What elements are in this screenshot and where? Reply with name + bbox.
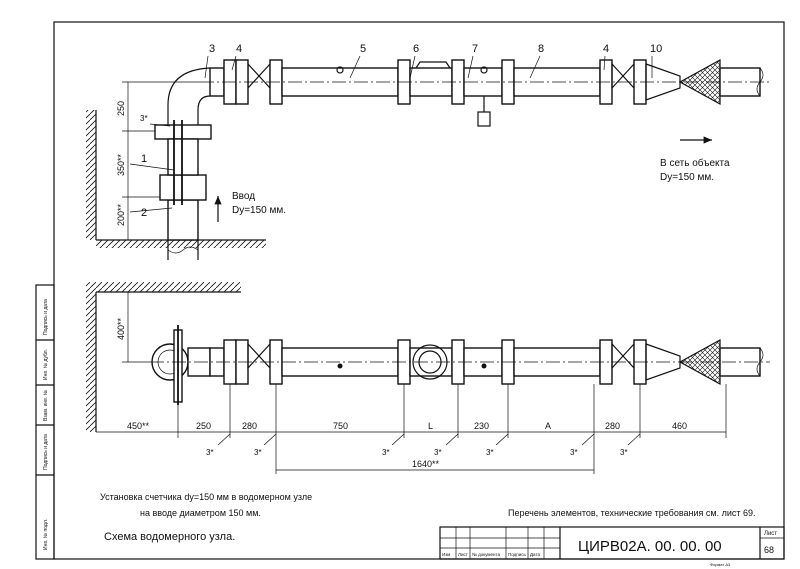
weld-7: 3* — [620, 448, 628, 457]
callout-5: 5 — [360, 43, 366, 55]
note-reference: Перечень элементов, технические требован… — [508, 508, 756, 518]
top-view: 3 4 5 6 7 8 4 10 1 2 3* 250 350** 200** … — [86, 43, 770, 260]
dim-280b: 280 — [605, 421, 620, 431]
note-install-2: на вводе диаметром 150 мм. — [140, 508, 261, 518]
dim-200: 200** — [116, 203, 126, 226]
weld-3: 3* — [382, 448, 390, 457]
sheet-number: 68 — [764, 545, 774, 555]
output-label: В сеть объекта — [660, 157, 730, 169]
note-install-1: Установка счетчика dy=150 мм в водомерно… — [100, 492, 312, 502]
stamp-2: Инв. № дубл. — [43, 349, 49, 380]
callout-7: 7 — [472, 43, 478, 55]
output-size: Dy=150 мм. — [660, 172, 714, 183]
stamp-1: Подпись и дата — [43, 299, 49, 335]
col-izm: Изм — [442, 552, 450, 557]
dim-250h: 250 — [196, 421, 211, 431]
col-list: Лист — [458, 552, 468, 557]
sheet-label: Лист — [764, 531, 777, 537]
callout-4b: 4 — [603, 43, 609, 55]
dim-750: 750 — [333, 421, 348, 431]
col-date: Дата — [530, 552, 540, 557]
weld-mark-top: 3* — [140, 114, 148, 123]
weld-1: 3* — [206, 448, 214, 457]
dim-L: L — [428, 421, 433, 431]
col-sign: Подпись — [508, 552, 526, 557]
callout-3: 3 — [209, 43, 215, 55]
dim-280a: 280 — [242, 421, 257, 431]
input-label: Ввод — [232, 191, 255, 202]
format-label: Формат А3 — [710, 562, 731, 567]
scheme-title: Схема водомерного узла. — [104, 531, 235, 543]
dim-A: A — [545, 421, 551, 431]
col-doc: № документа — [472, 552, 501, 557]
stamp-4: Подпись и дата — [43, 434, 49, 470]
dim-460: 460 — [672, 421, 687, 431]
weld-6: 3* — [570, 448, 578, 457]
dim-350: 350** — [116, 153, 126, 176]
callout-2: 2 — [141, 207, 147, 219]
weld-5: 3* — [486, 448, 494, 457]
dim-1640: 1640** — [412, 459, 440, 469]
callout-10: 10 — [650, 43, 662, 55]
callout-6: 6 — [413, 43, 419, 55]
weld-2: 3* — [254, 448, 262, 457]
callout-4: 4 — [236, 43, 242, 55]
callout-8: 8 — [538, 43, 544, 55]
input-size: Dy=150 мм. — [232, 205, 286, 216]
doc-code: ЦИРВ02А. 00. 00. 00 — [578, 538, 722, 555]
stamp-3: Взам. инв. № — [43, 390, 49, 421]
stamp-5: Инв. № подл. — [43, 519, 49, 550]
callout-1: 1 — [141, 153, 147, 165]
title-block: Изм Лист № документа Подпись Дата ЦИРВ02… — [439, 526, 785, 567]
side-stamp: Подпись и дата Инв. № дубл. Взам. инв. №… — [35, 284, 55, 560]
weld-4: 3* — [434, 448, 442, 457]
bottom-view: 400** 450** 250 280 750 L 230 A 280 460 — [86, 282, 770, 474]
dim-450: 450** — [127, 421, 150, 431]
dim-230: 230 — [474, 421, 489, 431]
dim-250: 250 — [116, 101, 126, 116]
dim-400: 400** — [116, 317, 126, 340]
